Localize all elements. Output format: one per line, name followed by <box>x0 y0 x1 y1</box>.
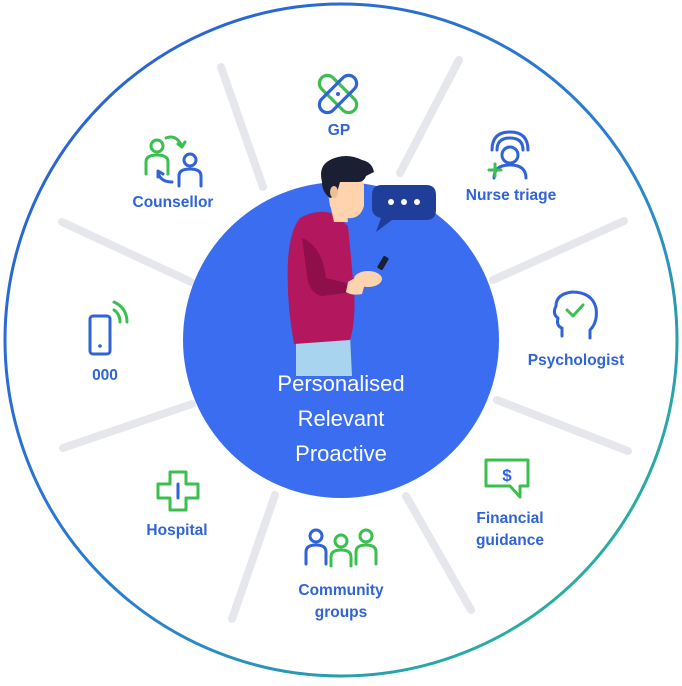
phone-signal-icon <box>88 300 129 356</box>
service-label-counsellor: Counsellor <box>132 194 214 211</box>
people-exchange-icon <box>144 135 203 188</box>
service-label-groups: groups <box>314 604 368 621</box>
spoke-dividers <box>58 56 632 623</box>
head-check-icon <box>552 290 598 340</box>
service-label-000: 000 <box>92 367 118 384</box>
svg-text:$: $ <box>502 466 512 485</box>
service-label-financial: Financial <box>476 510 544 527</box>
dollar-chat-icon: $ <box>484 458 530 499</box>
service-label-community: Community <box>298 582 384 599</box>
speech-bubble-icon <box>372 185 436 232</box>
nurse-icon <box>487 130 530 180</box>
service-label-guidance: guidance <box>475 532 545 549</box>
service-label-hospital: Hospital <box>146 522 208 539</box>
person-with-phone-illustration <box>287 156 389 376</box>
bandage-icon <box>317 73 359 115</box>
service-label-psychologist: Psychologist <box>527 352 625 369</box>
center-text-proactive: Proactive <box>295 441 387 466</box>
group-people-icon <box>304 528 378 568</box>
service-label-nurse-triage: Nurse triage <box>465 187 557 204</box>
center-text-personalised: Personalised <box>277 371 405 396</box>
center-text-relevant: Relevant <box>297 406 385 431</box>
service-label-gp: GP <box>327 122 351 139</box>
medical-cross-icon <box>156 470 200 512</box>
